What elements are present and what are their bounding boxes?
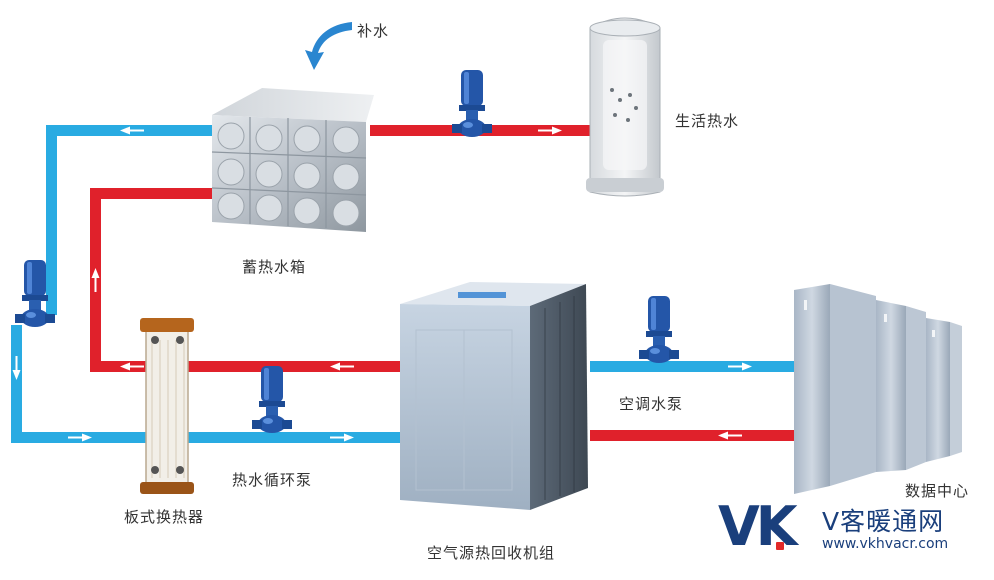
- air-source-heat-recovery-unit: [400, 282, 588, 510]
- shower-cabin: [586, 17, 664, 197]
- flow-arrows: [12, 126, 752, 442]
- label-hot-water-circulation-pump: 热水循环泵: [232, 471, 313, 489]
- arrow-right-icon: [68, 433, 92, 442]
- hot-pipe-tank-left: [90, 188, 218, 199]
- arrow-left-icon: [330, 362, 354, 371]
- arrow-right-icon: [728, 362, 752, 371]
- label-ac-water-pump: 空调水泵: [619, 395, 684, 413]
- label-domestic-hot-water: 生活热水: [675, 112, 740, 130]
- watermark-site-name: V客暖通网: [822, 507, 945, 536]
- hot-pipe-middle: [90, 361, 402, 372]
- makeup-water-arrow-icon: [305, 22, 352, 70]
- pump-tank-outlet: [452, 70, 492, 137]
- arrow-left-icon: [120, 126, 144, 135]
- arrow-left-icon: [120, 362, 144, 371]
- arrow-up-icon: [91, 268, 100, 292]
- cold-pipe-left-lower: [11, 325, 22, 443]
- plate-heat-exchanger: [140, 318, 194, 494]
- label-storage-tank: 蓄热水箱: [242, 258, 307, 276]
- data-center-racks: [794, 284, 962, 494]
- arrow-left-icon: [718, 431, 742, 440]
- label-data-center: 数据中心: [905, 482, 970, 500]
- watermark-logo-dot: [776, 542, 784, 550]
- watermark-logo: VK: [718, 495, 798, 558]
- cold-pipe-left-vertical: [46, 125, 57, 315]
- arrow-right-icon: [330, 433, 354, 442]
- ac-water-pump: [639, 296, 679, 363]
- hot-water-circulation-pump: [252, 366, 292, 433]
- cold-pipe-right: [590, 361, 804, 372]
- watermark-url: www.vkhvacr.com: [822, 536, 949, 552]
- label-plate-heat-exchanger: 板式换热器: [124, 508, 205, 526]
- cold-pipe-bottom: [11, 432, 401, 443]
- arrow-right-icon: [538, 126, 562, 135]
- label-air-source-heat-recovery-unit: 空气源热回收机组: [427, 544, 556, 562]
- storage-tank: [211, 88, 374, 232]
- arrow-down-icon: [12, 356, 21, 380]
- watermark: VK V客暖通网 www.vkhvacr.com: [718, 498, 988, 568]
- hot-pipe-right: [590, 430, 804, 441]
- label-makeup-water: 补水: [357, 22, 390, 40]
